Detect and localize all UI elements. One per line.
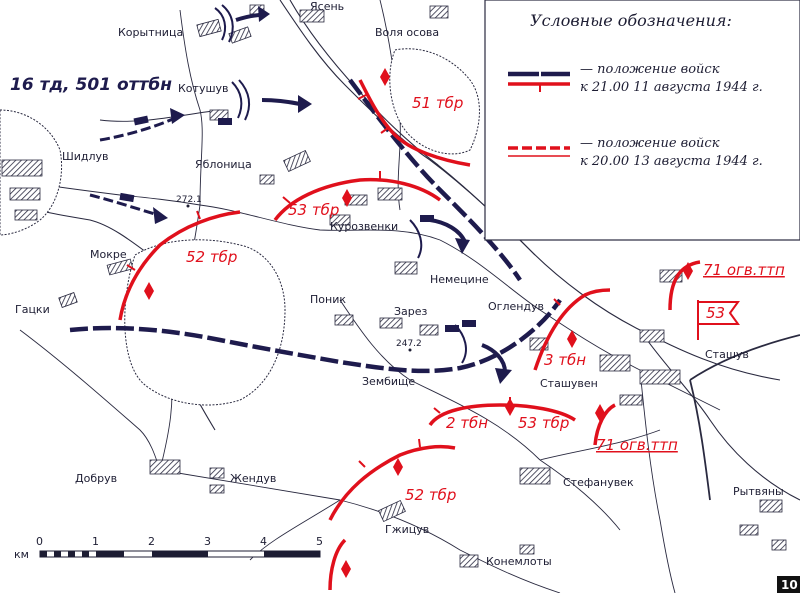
place-yasen: Ясень — [310, 0, 344, 13]
forests — [0, 48, 480, 406]
place-mokre: Мокре — [90, 248, 127, 261]
unit-ogvttp71-south: 71 огв.ттп — [596, 436, 678, 454]
place-kotushuv: Котушув — [178, 82, 229, 95]
place-shidluv: Шидлув — [62, 150, 109, 163]
place-gzhicuv: Гжицув — [385, 523, 429, 536]
hq-diamonds — [144, 68, 693, 578]
legend-title: Условные обозначения: — [530, 11, 732, 30]
unit-tb2: 2 тбн — [446, 414, 488, 432]
unit-blue-main: 16 тд, 501 оттбн — [10, 75, 172, 95]
blue-front-lines — [69, 78, 562, 374]
flag-53: 53 — [697, 300, 740, 340]
scale-tick-0: 0 — [36, 535, 43, 548]
legend-item-1-line2: к 21.00 11 августа 1944 г. — [580, 80, 763, 95]
place-gacki: Гацки — [15, 303, 50, 316]
scale-tick-5: 5 — [316, 535, 323, 548]
place-konemloty: Конемлоты — [486, 555, 552, 568]
place-nemecine: Немецине — [430, 273, 489, 286]
legend-item-1-line1: — положение войск — [580, 62, 720, 77]
place-zhenduv: Жендув — [230, 472, 276, 485]
place-labels: Корытница Ясень Воля осова Котушув Шидлу… — [15, 0, 784, 568]
page-number: 10 — [781, 578, 798, 592]
legend-item-2-line1: — положение войск — [580, 136, 720, 151]
unit-labels: 16 тд, 501 оттбн 51 тбр 53 тбр 52 тбр 71… — [10, 75, 785, 504]
legend-item-2-line2: к 20.00 13 августа 1944 г. — [580, 154, 763, 169]
unit-tbr51: 51 тбр — [412, 94, 463, 112]
place-oglenduv: Оглендув — [488, 300, 544, 313]
place-stashuv: Сташув — [705, 348, 749, 361]
place-ponik: Поник — [310, 293, 346, 306]
elevation-1: 272.1 — [176, 195, 202, 205]
place-rytvany: Рытвяны — [733, 485, 784, 498]
place-korytnica: Корытница — [118, 26, 183, 39]
unit-tb3: 3 тбн — [544, 351, 586, 369]
place-kurozvenki: Курозвенки — [330, 220, 398, 233]
red-front-lines-11aug — [118, 79, 701, 591]
elevation-2: 247.2 — [396, 339, 422, 349]
place-stashuven: Сташувен — [540, 377, 598, 390]
blue-tank-icons — [119, 115, 476, 332]
scale-bar: км 0 1 2 3 4 5 — [14, 535, 323, 561]
place-dobruv: Добрув — [75, 472, 117, 485]
legend-item-1: — положение войск к 21.00 11 августа 194… — [508, 62, 763, 95]
unit-tbr53-north: 53 тбр — [288, 201, 339, 219]
place-stefanuvek: Стефанувек — [563, 476, 634, 489]
scale-unit: км — [14, 548, 29, 561]
scale-tick-4: 4 — [260, 535, 267, 548]
elevation-labels: 272.1 247.2 — [176, 195, 422, 352]
unit-tbr52-west: 52 тбр — [186, 248, 237, 266]
villages — [1, 4, 787, 568]
unit-tbr53-south: 53 тбр — [518, 414, 569, 432]
place-yablonica: Яблоница — [195, 158, 252, 171]
place-zarez: Зарез — [394, 305, 428, 318]
place-volya-osova: Воля осова — [375, 26, 439, 39]
page-number-badge: 10 — [777, 576, 800, 593]
scale-tick-2: 2 — [148, 535, 155, 548]
unit-tbr52-south: 52 тбр — [405, 486, 456, 504]
railway — [689, 334, 800, 501]
legend: Условные обозначения: — положение войск … — [484, 0, 800, 241]
scale-tick-1: 1 — [92, 535, 99, 548]
legend-item-2: — положение войск к 20.00 13 августа 194… — [508, 136, 763, 169]
unit-ogvttp71-east: 71 огв.ттп — [703, 261, 785, 279]
scale-tick-3: 3 — [204, 535, 211, 548]
place-zembishe: Зембище — [362, 375, 415, 388]
red-front-ticks — [126, 94, 561, 468]
flag-53-label: 53 — [706, 304, 725, 322]
